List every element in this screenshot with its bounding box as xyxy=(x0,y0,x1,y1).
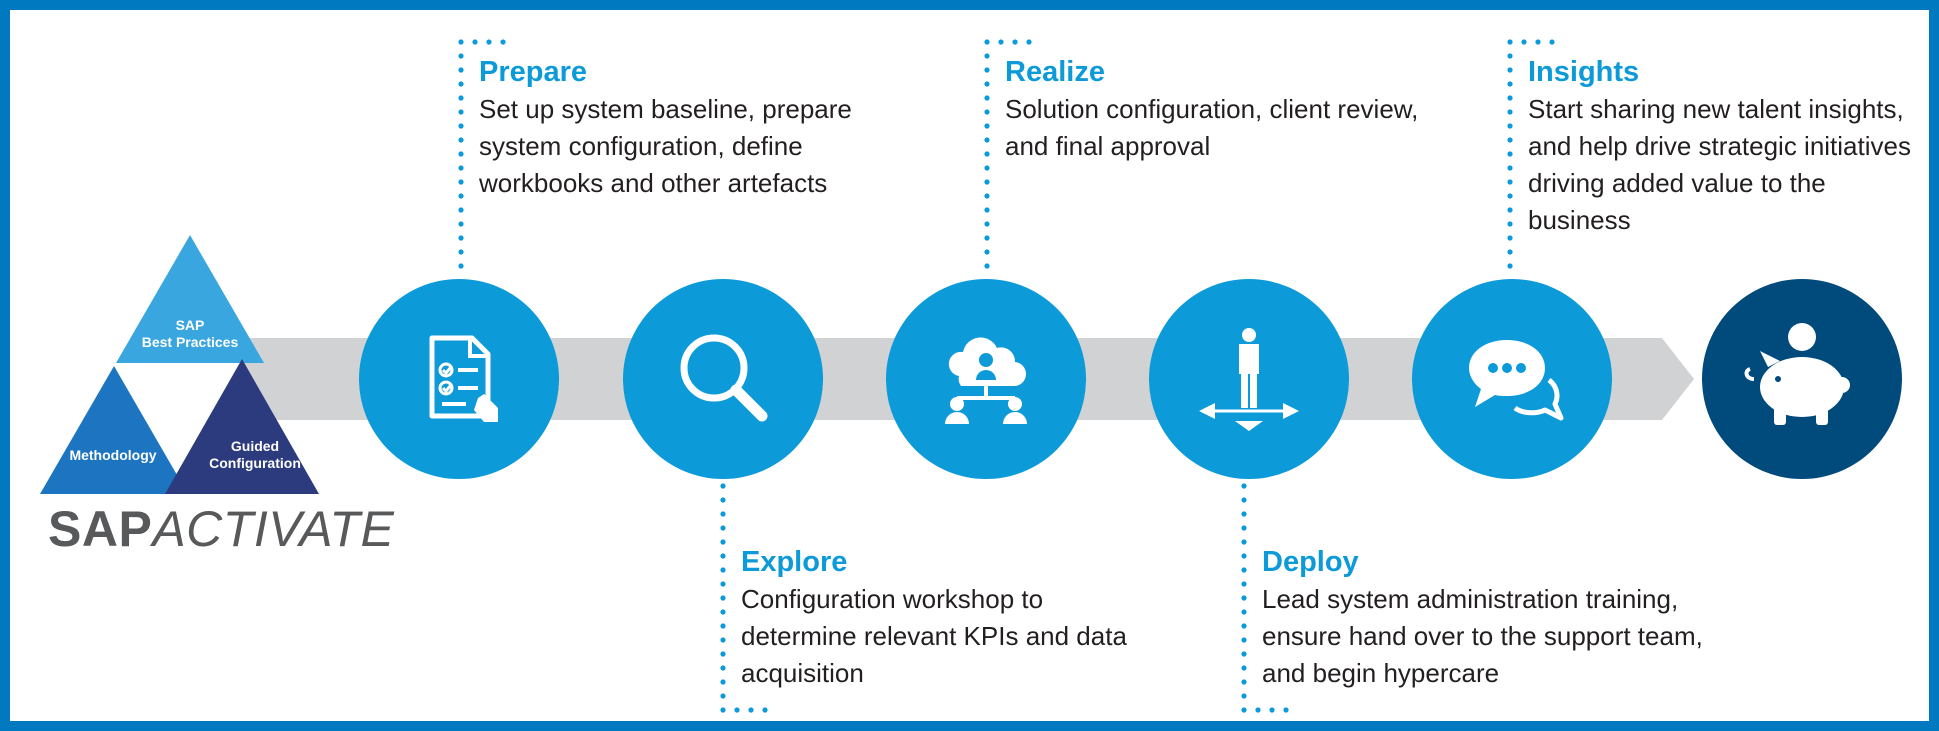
phase-deploy: Deploy Lead system administration traini… xyxy=(1262,545,1742,692)
phase-explore: Explore Configuration workshop to determ… xyxy=(741,545,1131,692)
explore-circle xyxy=(623,279,823,479)
piggy-bank-icon xyxy=(1744,323,1850,425)
guided-configuration-triangle xyxy=(165,359,319,494)
person-crossroads-icon xyxy=(1199,328,1299,431)
phase-description: Lead system administration training, ens… xyxy=(1262,584,1703,688)
phase-title: Explore xyxy=(741,546,848,578)
prepare-circle xyxy=(359,279,559,479)
magnifier-icon xyxy=(680,334,768,422)
guided-configuration-label: Guided Configuration xyxy=(209,438,301,471)
outcome-circle xyxy=(1702,279,1902,479)
methodology-label: Methodology xyxy=(69,447,157,463)
phase-prepare: Prepare Set up system baseline, prepare … xyxy=(479,55,899,202)
sap-activate-logo xyxy=(40,235,319,494)
brand-italic: ACTIVATE xyxy=(152,501,395,557)
best-practices-label: SAP Best Practices xyxy=(141,317,239,350)
methodology-triangle xyxy=(40,366,188,494)
slide-canvas: SAP Best Practices Methodology Guided Co… xyxy=(10,10,1929,721)
phase-insights: Insights Start sharing new talent insigh… xyxy=(1528,55,1918,239)
phase-realize: Realize Solution configuration, client r… xyxy=(1005,55,1435,165)
phase-description: Configuration workshop to determine rele… xyxy=(741,584,1127,688)
dotted-connectors xyxy=(458,39,1555,713)
phase-title: Insights xyxy=(1528,56,1640,88)
deploy-circle xyxy=(1149,279,1349,479)
phase-title: Realize xyxy=(1005,56,1105,88)
phase-description: Solution configuration, client review, a… xyxy=(1005,94,1419,161)
brand-bold: SAP xyxy=(48,501,153,557)
best-practices-triangle xyxy=(116,235,264,363)
phase-description: Start sharing new talent insights, and h… xyxy=(1528,94,1911,235)
cloud-network-icon xyxy=(945,337,1027,424)
phase-description: Set up system baseline, prepare system c… xyxy=(479,94,852,198)
checklist-icon xyxy=(429,335,498,422)
realize-circle xyxy=(886,279,1086,479)
chat-bubbles-icon xyxy=(1469,340,1564,421)
phase-title: Prepare xyxy=(479,56,588,88)
insights-circle xyxy=(1412,279,1612,479)
phase-title: Deploy xyxy=(1262,546,1359,578)
sap-activate-wordmark: SAPACTIVATE xyxy=(48,500,394,558)
